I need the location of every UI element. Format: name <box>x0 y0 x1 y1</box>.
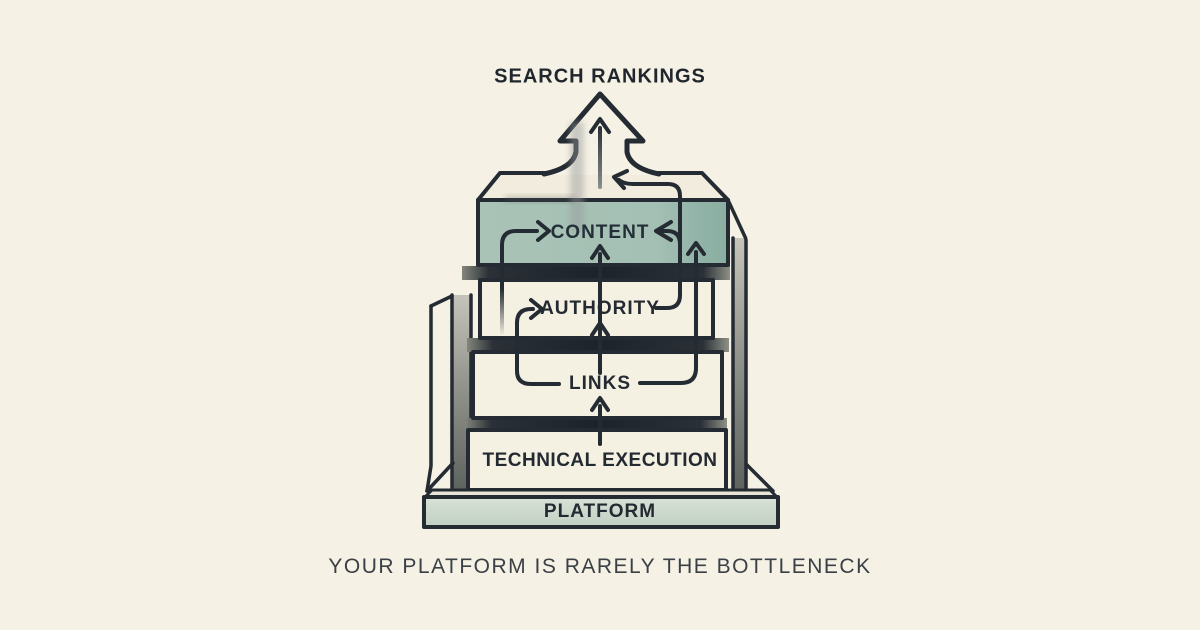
arrow-head-top <box>612 169 629 190</box>
left-into-content-arrow-icon <box>500 220 551 335</box>
arrow-head <box>589 117 611 134</box>
arrow-stem <box>500 229 539 335</box>
arrow-head <box>590 321 610 337</box>
left-frame-top-cap <box>429 294 454 308</box>
platform-layer-label: PLATFORM <box>543 501 657 522</box>
arrow-head <box>590 244 610 260</box>
arrow-smudge <box>570 122 584 232</box>
links-to-authority-arrow-icon <box>515 298 561 386</box>
arrow-head <box>529 298 544 320</box>
content-back-right-edge <box>726 199 748 240</box>
content-layer-box <box>476 171 748 267</box>
left-frame-brace <box>425 461 455 493</box>
content-layer-label: CONTENT <box>550 222 650 243</box>
content-top-face <box>476 171 730 202</box>
left-frame-outer-edge <box>425 304 433 493</box>
platform-base <box>422 488 780 529</box>
arrow-stem <box>617 178 682 310</box>
left-support-frame <box>425 293 473 493</box>
flow-arrows <box>500 117 706 446</box>
big-arrow-outline <box>541 91 662 177</box>
links-up-arrow-icon <box>590 321 610 375</box>
arrow-head <box>536 220 551 242</box>
technical-up-arrow-icon <box>590 396 610 446</box>
links-to-content-arrow-icon <box>638 241 706 385</box>
authority-to-content-arrow-icon <box>612 169 682 310</box>
right-support-frame <box>731 236 775 493</box>
right-frame-brace <box>744 462 775 493</box>
authority-layer-label: AUTHORITY <box>540 298 660 319</box>
rankings-up-arrow-icon <box>589 117 611 189</box>
platform-front-face <box>422 495 780 529</box>
edge-smudge <box>505 196 575 202</box>
technical-layer-box <box>466 428 728 492</box>
arrow-head <box>590 396 610 412</box>
right-pillar <box>733 238 746 490</box>
diagram-title: SEARCH RANKINGS <box>494 65 706 88</box>
diagram-caption: YOUR PLATFORM IS RARELY THE BOTTLENECK <box>328 555 872 578</box>
arrow-stem <box>515 307 561 386</box>
band-links-technical <box>465 418 727 430</box>
technical-layer-label: TECHNICAL EXECUTION <box>482 450 718 471</box>
arrow-stem <box>638 250 698 385</box>
band-content-authority <box>462 266 730 280</box>
links-layer-label: LINKS <box>569 373 631 394</box>
arrow-head-left <box>654 220 673 242</box>
arrow-head <box>686 241 706 256</box>
arrow-branch <box>660 229 682 246</box>
